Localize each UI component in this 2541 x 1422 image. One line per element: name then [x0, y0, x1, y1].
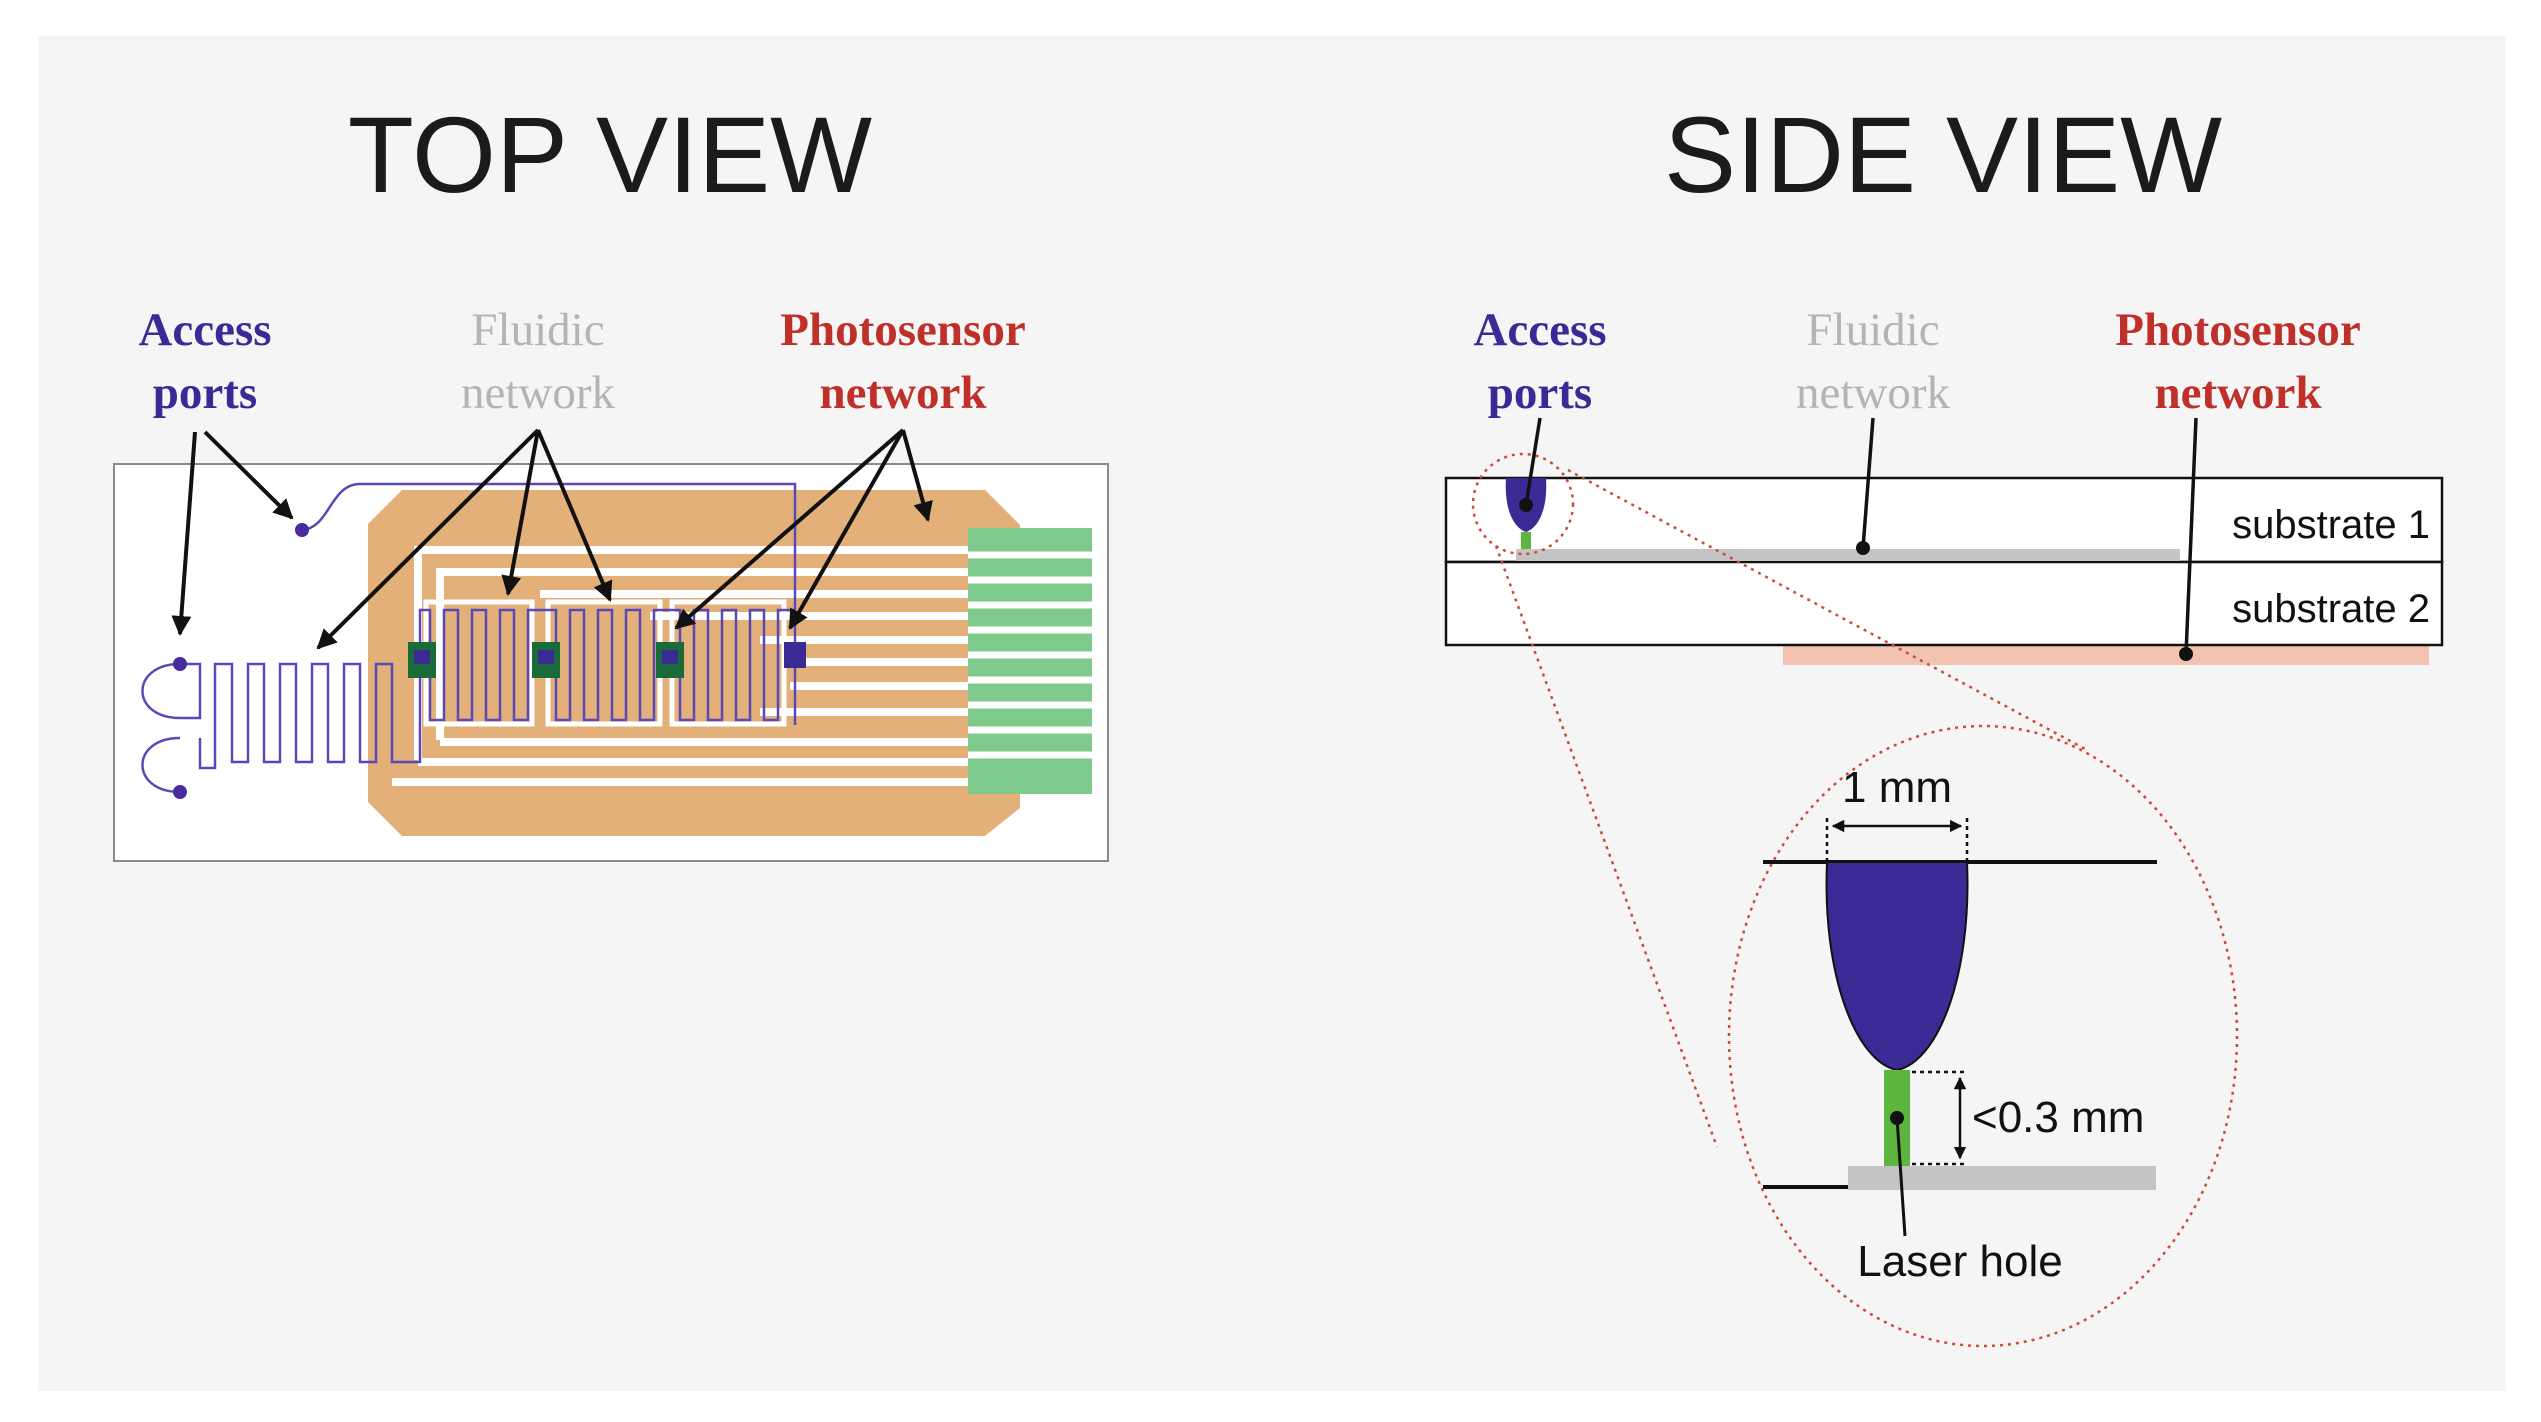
side-view-title: SIDE VIEW: [1664, 94, 2222, 215]
side-access-label-line2: ports: [1488, 367, 1592, 419]
zoom-fluidic-channel: [1848, 1166, 2156, 1190]
sensor-blocks: [408, 642, 806, 678]
top-fluidic-label-line1: Fluidic: [471, 304, 604, 356]
side-laser-hole: [1521, 532, 1531, 549]
side-fluidic-label-line2: network: [1796, 367, 1951, 419]
substrate-2: [1444, 560, 2444, 647]
photosensor-traces: [392, 546, 980, 786]
side-photosensor-label-line1: Photosensor: [2115, 304, 2360, 356]
contact-pads: [968, 528, 1092, 794]
top-view-arrows: [171, 428, 933, 650]
zoom-detail: 1 mm <0.3 mm Laser hole: [1727, 724, 2239, 1348]
side-access-label-line1: Access: [1473, 304, 1606, 356]
side-fluidic-label-line1: Fluidic: [1806, 304, 1939, 356]
photosensor-layer: [1783, 645, 2429, 665]
fluidic-layer: [1516, 549, 2180, 561]
top-view-chip: [113, 463, 1109, 862]
top-access-label-line1: Access: [138, 304, 271, 356]
top-access-label-line2: ports: [153, 367, 257, 419]
top-access-port: [173, 785, 187, 799]
side-photosensor-label-line2: network: [2154, 367, 2322, 419]
depth-dimension: [1912, 1070, 1968, 1166]
side-view-layers: substrate 1 substrate 2: [1444, 452, 2444, 665]
substrate-1: [1444, 476, 2444, 564]
pointer-dots: [1519, 498, 2193, 661]
substrate-2-label: substrate 2: [2232, 587, 2430, 631]
depth-label: <0.3 mm: [1972, 1093, 2144, 1142]
side-zoom-circle: [1471, 452, 1575, 556]
top-view-title: TOP VIEW: [348, 94, 872, 215]
top-access-port: [173, 657, 187, 671]
top-fluidic-label-line2: network: [461, 367, 616, 419]
top-photosensor-label-line1: Photosensor: [780, 304, 1025, 356]
top-access-port: [295, 523, 309, 537]
zoom-connectors: [1494, 468, 2088, 1148]
width-label: 1 mm: [1842, 763, 1952, 812]
zoom-access-port: [1825, 861, 1969, 1072]
substrate-1-label: substrate 1: [2232, 503, 2430, 547]
width-dimension: [1825, 818, 1969, 862]
top-photosensor-label-line2: network: [819, 367, 987, 419]
side-view-pointers: [1524, 417, 2198, 655]
laser-hole-label: Laser hole: [1857, 1237, 2062, 1286]
